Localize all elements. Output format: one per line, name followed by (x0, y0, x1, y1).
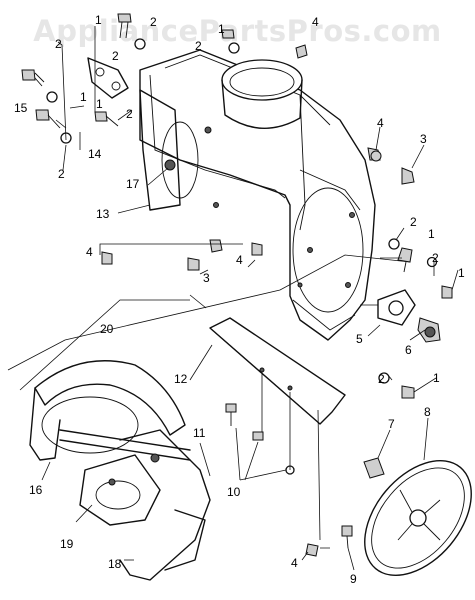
callout-2: 2 (195, 39, 202, 53)
callout-12: 12 (174, 372, 188, 386)
callout-7: 7 (388, 417, 395, 431)
callout-8: 8 (424, 405, 431, 419)
callout-14: 14 (88, 147, 102, 161)
callout-4: 4 (86, 245, 93, 259)
callout-4: 4 (377, 116, 384, 130)
callout-20: 20 (100, 322, 114, 336)
watermark: AppliancePartsPros.com (33, 14, 442, 48)
pulley-spacer (363, 457, 385, 479)
side-bracket (87, 57, 129, 99)
callout-1: 1 (458, 266, 465, 280)
scraper-bar (209, 317, 346, 425)
callout-1: 1 (95, 13, 102, 27)
pulley (364, 459, 472, 577)
callout-2: 2 (55, 37, 62, 51)
callout-18: 18 (108, 557, 122, 571)
blower-housing (139, 49, 376, 341)
auger-assembly (29, 360, 211, 581)
callout-1: 1 (218, 22, 225, 36)
callout-2: 2 (378, 372, 385, 386)
callout-labels: 1 2 2 1 2 4 2 1 15 14 1 2 2 17 13 4 3 4 … (14, 13, 465, 586)
callout-17: 17 (126, 177, 140, 191)
callout-16: 16 (29, 483, 43, 497)
shear-bolts (225, 403, 295, 475)
callout-3: 3 (420, 132, 427, 146)
callout-10: 10 (227, 485, 241, 499)
callout-5: 5 (356, 332, 363, 346)
fasteners-center (101, 150, 382, 271)
callout-11: 11 (193, 426, 206, 440)
callout-4: 4 (236, 253, 243, 267)
callout-1: 1 (433, 371, 440, 385)
callout-2: 2 (432, 251, 439, 265)
callout-4: 4 (291, 556, 298, 570)
callout-2: 2 (410, 215, 417, 229)
callout-2: 2 (150, 15, 157, 29)
callout-9: 9 (350, 572, 357, 586)
fasteners-right (367, 147, 453, 399)
callout-2: 2 (112, 49, 119, 63)
callout-3: 3 (203, 271, 210, 285)
callout-2: 2 (58, 167, 65, 181)
callout-1: 1 (96, 97, 103, 111)
leader-lines (7, 26, 459, 571)
fasteners-bottom (305, 525, 353, 557)
callout-4: 4 (312, 15, 319, 29)
callout-19: 19 (60, 537, 74, 551)
callout-1: 1 (80, 90, 87, 104)
callout-6: 6 (405, 343, 412, 357)
fasteners-top-left (21, 13, 308, 171)
callout-15: 15 (14, 101, 28, 115)
callout-2: 2 (126, 107, 133, 121)
callout-13: 13 (96, 207, 110, 221)
callout-1: 1 (428, 227, 435, 241)
